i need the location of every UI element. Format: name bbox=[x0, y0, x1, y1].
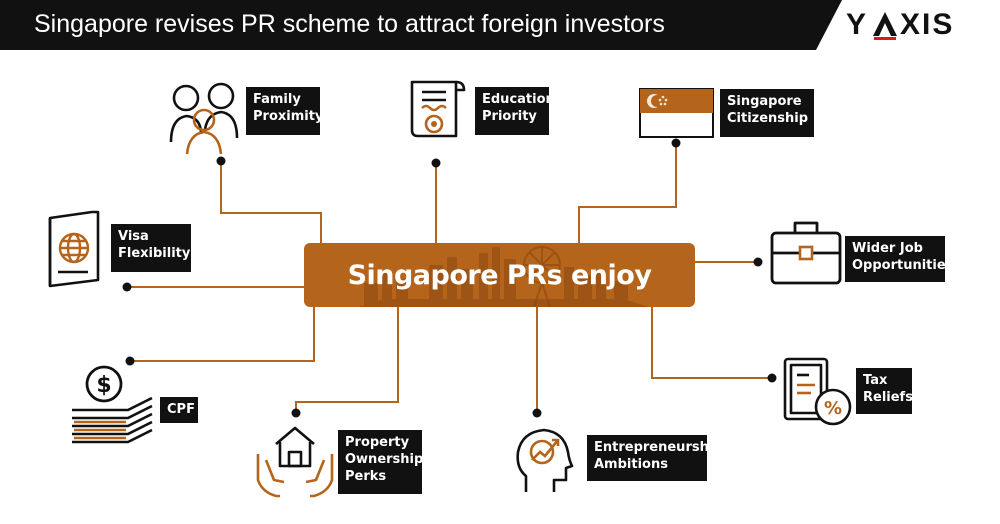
label-entrepreneurship-ambitions: Entrepreneurship Ambitions bbox=[587, 435, 723, 481]
label-tax-reliefs: Tax Reliefs bbox=[856, 368, 913, 414]
label-singapore-citizenship: Singapore Citizenship bbox=[720, 89, 814, 137]
y-axis-logo: Y XIS bbox=[846, 8, 986, 44]
logo-text-left: Y bbox=[846, 8, 869, 41]
passport-icon bbox=[46, 208, 104, 290]
certificate-icon bbox=[406, 78, 468, 142]
central-hub: Singapore PRs enjoy bbox=[304, 243, 695, 307]
money-stack-icon: $ bbox=[68, 362, 156, 448]
logo-text-right: XIS bbox=[900, 8, 955, 41]
label-wider-job-opportunities: Wider Job Opportunities bbox=[845, 236, 953, 282]
house-hands-icon bbox=[254, 420, 336, 502]
family-icon bbox=[165, 78, 243, 156]
head-growth-icon bbox=[512, 424, 574, 496]
svg-text:$: $ bbox=[96, 373, 111, 398]
tax-document-icon: % bbox=[781, 355, 855, 429]
label-education-priority: Education Priority bbox=[475, 87, 555, 135]
header-band bbox=[0, 0, 842, 50]
logo-chevron-mark bbox=[873, 12, 897, 40]
label-visa-flexibility: Visa Flexibility bbox=[111, 224, 191, 272]
hub-title: Singapore PRs enjoy bbox=[347, 260, 652, 291]
skyline-silhouette-icon bbox=[359, 246, 649, 307]
label-family-proximity: Family Proximity bbox=[246, 87, 323, 135]
label-property-ownership-perks: Property Ownership Perks bbox=[338, 430, 423, 494]
label-cpf: CPF bbox=[160, 397, 198, 423]
singapore-flag-icon bbox=[639, 88, 714, 138]
page-title: Singapore revises PR scheme to attract f… bbox=[34, 10, 665, 38]
svg-text:%: % bbox=[824, 398, 842, 419]
briefcase-icon bbox=[769, 215, 843, 287]
